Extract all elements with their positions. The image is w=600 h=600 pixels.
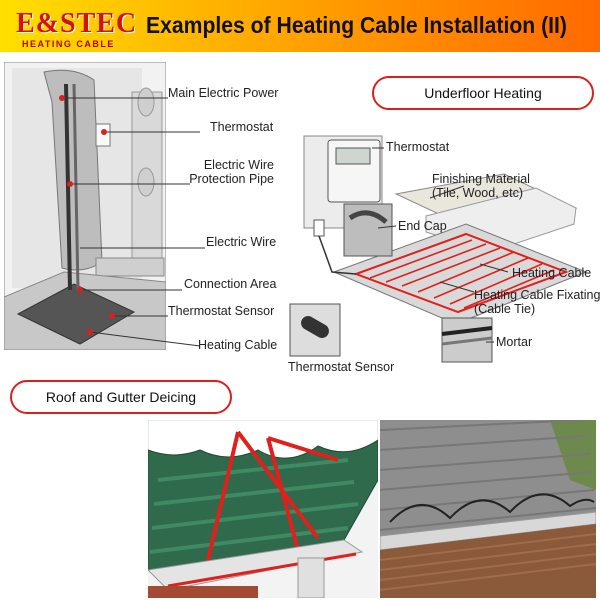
label-protection-pipe-2: Protection Pipe [189,172,274,186]
brand-subtitle: HEATING CABLE [22,39,115,49]
label-cable-fixating-1: Heating Cable Fixating [474,288,600,302]
label-electric-wire: Electric Wire [206,235,277,249]
label-wall-heating-cable: Heating Cable [198,338,278,352]
label-mortar: Mortar [496,335,533,349]
label-end-cap: End Cap [398,219,447,233]
roof-shingle-illustration [380,420,596,598]
label-underfloor-thermostat: Thermostat [386,140,450,154]
marker-dot [77,287,83,293]
label-connection-area: Connection Area [184,277,277,291]
roof-heading: Roof and Gutter Deicing [10,380,232,414]
label-protection-pipe-1: Electric Wire [203,158,274,172]
underfloor-diagram [289,135,588,363]
marker-dot [59,95,65,101]
brand-name: E&STEC [16,8,138,39]
label-finishing-material-2: (Tile, Wood, etc) [432,186,523,200]
brand-logo: E&STEC HEATING CABLE [8,6,136,49]
label-wall-thermostat-sensor: Thermostat Sensor [168,304,275,318]
wall-cutaway-diagram [4,62,166,350]
label-main-power: Main Electric Power [168,86,279,100]
marker-dot [109,313,115,319]
underfloor-heading: Underfloor Heating [372,76,594,110]
label-underfloor-thermostat-sensor: Thermostat Sensor [288,360,395,374]
marker-dot [101,129,107,135]
header-bar: E&STEC HEATING CABLE Examples of Heating… [0,0,600,52]
label-wall-thermostat: Thermostat [210,120,274,134]
label-cable-fixating-2: (Cable Tie) [474,302,536,316]
marker-dot [87,329,93,335]
roof-gutter-illustration [148,420,378,598]
label-underfloor-heating-cable: Heating Cable [512,266,592,280]
marker-dot [67,181,73,187]
label-finishing-material-1: Finishing Material [432,172,530,186]
page-title: Examples of Heating Cable Installation (… [146,12,567,38]
